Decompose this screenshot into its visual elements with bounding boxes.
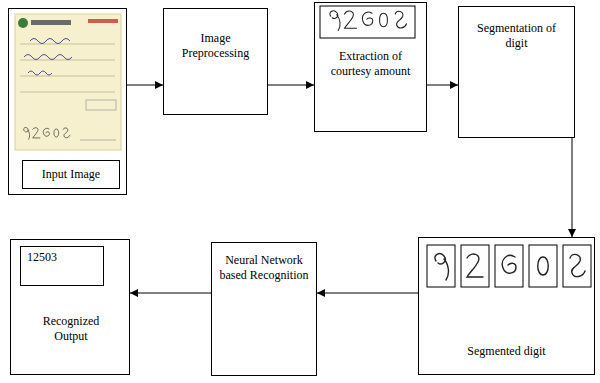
amount-digit	[380, 13, 388, 27]
bank-logo	[18, 18, 28, 28]
segmented-digit	[502, 255, 516, 273]
input-label: Input Image	[22, 160, 120, 189]
cheque-rule	[20, 76, 115, 77]
cheque-digit	[33, 128, 40, 138]
segmented-digit	[538, 257, 549, 275]
digit-frame	[427, 245, 455, 287]
digit-frame	[461, 245, 489, 287]
amount-digit	[395, 11, 406, 28]
cheque-rule	[20, 44, 115, 45]
flow-arrow	[317, 293, 418, 294]
amount-digit	[330, 11, 340, 31]
digit-frame	[563, 245, 591, 287]
amount-box	[86, 100, 116, 110]
flow-arrow	[127, 85, 163, 86]
handwriting-scribble	[28, 71, 52, 75]
process-label: Neural Network based Recognition	[212, 243, 316, 283]
amount-digit	[345, 11, 357, 28]
cheque-number-bar	[88, 19, 118, 23]
output-box: 12503Recognized Output	[10, 239, 130, 375]
flow-arrow	[427, 85, 458, 86]
process-label: Extraction of courtesy amount	[315, 3, 426, 79]
cheque-image	[15, 14, 121, 150]
process-box: Image Preprocessing	[163, 8, 268, 115]
handwriting-scribble	[24, 55, 72, 60]
digit-frame	[495, 245, 523, 287]
amount-digit	[362, 12, 372, 25]
input-box: Input Image	[8, 8, 127, 195]
handwriting-scribble	[30, 39, 70, 44]
cheque-digit	[63, 128, 70, 138]
flow-arrow	[268, 85, 314, 86]
segmented-digit	[570, 254, 585, 276]
process-label: Segmented digit	[419, 238, 594, 359]
amount-image-frame	[320, 6, 415, 38]
cheque-rule	[20, 92, 115, 93]
process-box: Extraction of courtesy amount	[314, 2, 427, 132]
process-box: Segmentation of digit	[458, 6, 575, 138]
segmented-digit	[435, 254, 449, 280]
digit-frame	[529, 245, 557, 287]
process-label: Image Preprocessing	[164, 9, 267, 61]
bank-name-bar	[31, 20, 71, 25]
process-box: Neural Network based Recognition	[211, 242, 317, 376]
flow-arrow	[572, 138, 573, 237]
output-label: Recognized Output	[35, 314, 107, 344]
segmented-digit	[467, 254, 483, 277]
output-value: 12503	[20, 246, 104, 286]
segmented-box: Segmented digit	[418, 237, 595, 375]
cheque-digit	[54, 129, 59, 137]
process-label: Segmentation of digit	[459, 7, 574, 51]
cheque-digit	[43, 128, 49, 136]
cheque-digit	[24, 127, 30, 139]
signature-line	[80, 140, 116, 141]
flow-arrow	[130, 293, 211, 294]
